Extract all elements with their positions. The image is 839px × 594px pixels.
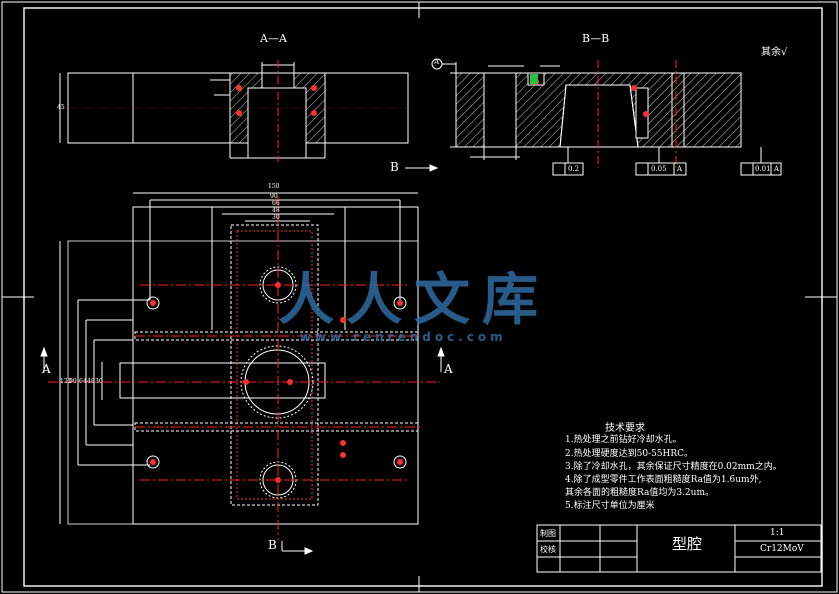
dim-height-3: 64 (79, 378, 87, 385)
section-bb-details (488, 60, 677, 168)
dim-width-3: 48 (272, 207, 280, 214)
tolerance-1: 0.2 (568, 165, 580, 173)
material: Cr12MoV (760, 544, 804, 554)
tech-requirements-title: 技术要求 (605, 423, 645, 434)
plan-view-holes (146, 282, 407, 483)
cut-label-a-left: A (42, 362, 51, 376)
dim-height-1: 122 (60, 378, 72, 385)
plan-view (59, 192, 419, 525)
tech-requirement-2: 2.热处理硬度达到50-55HRC。 (565, 449, 694, 459)
tolerance-3: 0.01 (755, 165, 771, 173)
dim-height-5: 30 (95, 378, 103, 385)
section-aa-details (68, 60, 408, 162)
dim-width-4: 30 (272, 214, 280, 221)
section-bb-label: B—B (582, 32, 610, 45)
title-block-frame (536, 524, 822, 573)
tech-requirement-3: 3.除了冷却水孔，其余保证尺寸精度在0.02mm之内。 (565, 462, 782, 472)
plan-center-lines (48, 196, 440, 540)
dim-depth: 45 (57, 104, 65, 111)
tech-requirement-1: 1.热处理之前钻好冷却水孔。 (565, 435, 682, 445)
tolerance-3-datum: A (774, 165, 780, 173)
surface-finish-icon: √ (781, 47, 788, 58)
cut-label-b-bottom: B (268, 538, 277, 552)
dim-width-2: 66 (272, 200, 280, 207)
section-aa-view (59, 62, 409, 159)
tolerance-2: 0.05 (651, 165, 667, 173)
cut-label-a-right: A (444, 362, 453, 376)
surface-note-text: 其余 (761, 47, 781, 58)
tech-requirement-4: 4.除了成型零件工作表面粗糙度Ra值为1.6um外, (565, 475, 762, 485)
cut-label-b-top: B (390, 160, 399, 174)
section-aa-label: A—A (260, 32, 287, 45)
tolerance-frames (552, 147, 782, 176)
section-bb-view (450, 62, 742, 160)
checked-by-label: 校核 (540, 545, 556, 554)
scale: 1:1 (770, 528, 785, 538)
dim-height-2: 90 (69, 378, 77, 385)
cut-markers (40, 164, 445, 555)
watermark-logo-text: 人人文库 (278, 268, 550, 333)
dim-width-1: 90 (270, 193, 278, 200)
tech-requirement-4b: 其余各面的粗糙度Ra值均为3.2um。 (565, 488, 714, 498)
part-name: 型腔 (672, 535, 703, 553)
dim-overall-width: 150 (268, 183, 280, 190)
drawn-by-label: 制图 (540, 529, 556, 538)
datum-label: A (434, 58, 440, 66)
dim-height-4: 48 (87, 378, 95, 385)
tolerance-2-datum: A (677, 165, 683, 173)
tech-requirement-5: 5.标注尺寸单位为厘米 (565, 501, 655, 511)
surface-finish-note: 其余√ (761, 43, 787, 58)
watermark-url: www.renrendoc.com (300, 330, 507, 344)
